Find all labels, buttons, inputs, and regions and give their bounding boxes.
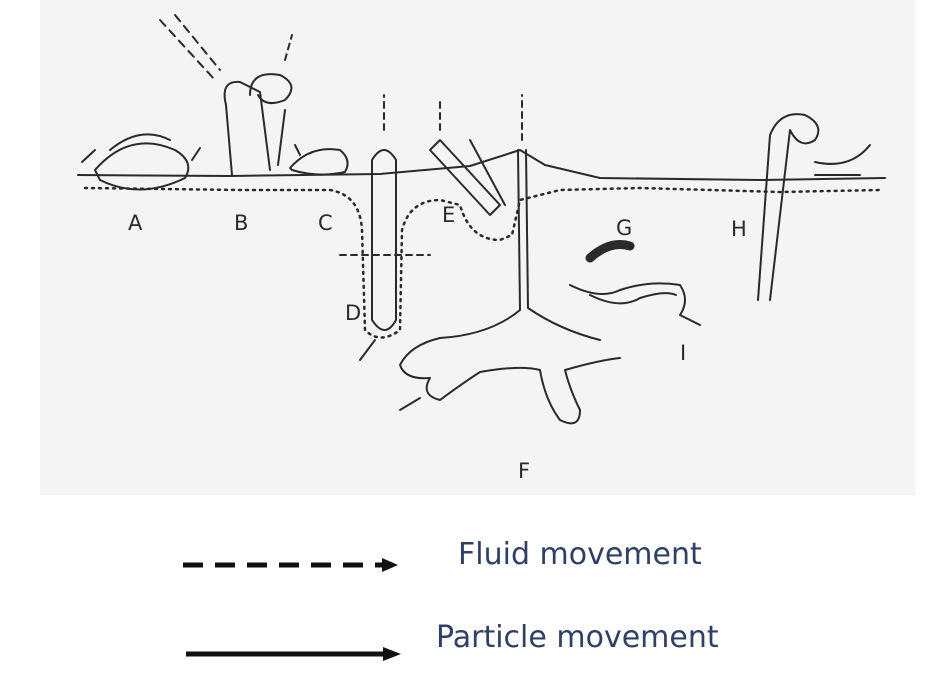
subsurface-dotted-line [83, 186, 882, 339]
label-c: C [318, 211, 333, 235]
legend-fluid-label: Fluid movement [458, 537, 702, 572]
label-i: I [680, 341, 686, 365]
label-h: H [731, 217, 747, 241]
organism-g-worm [585, 240, 635, 263]
legend-particle-label: Particle movement [436, 620, 719, 655]
organism-f-branching-burrow [399, 94, 621, 425]
bioturbation-diagram: A B C D E F G H I [40, 0, 915, 495]
sediment-surface [77, 149, 886, 181]
figure-background [40, 0, 915, 495]
label-d: D [345, 301, 361, 325]
organism-h-tube [757, 113, 871, 301]
fluid-movement-arrow-icon [183, 558, 398, 572]
label-f: F [518, 459, 530, 483]
label-a: A [128, 211, 143, 235]
particle-movement-arrow-icon [186, 647, 401, 661]
organism-c-clam [289, 144, 349, 176]
label-e: E [442, 203, 455, 227]
label-g: G [616, 216, 632, 240]
organism-b-siphon [159, 14, 293, 176]
organism-d-burrow [339, 94, 431, 361]
label-b: B [234, 211, 248, 235]
organism-e-tube [429, 99, 506, 216]
organism-a-bivalve [81, 133, 201, 191]
organism-i-worm [569, 282, 701, 326]
